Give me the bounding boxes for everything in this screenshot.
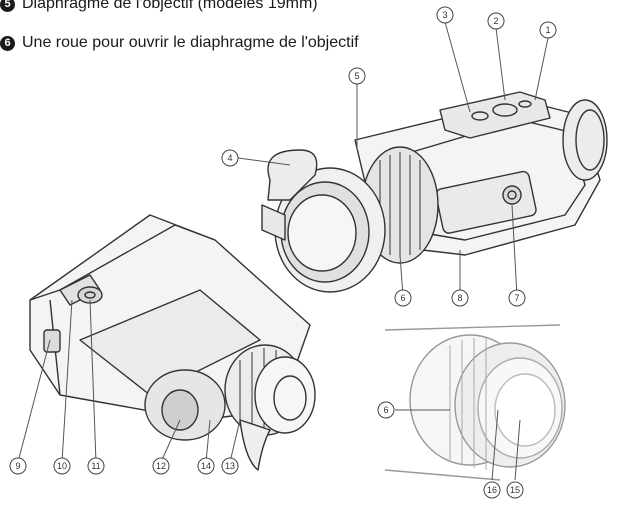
callout-8: [451, 289, 469, 307]
legend-text: Une roue pour ouvrir le diaphragme de l'…: [22, 34, 359, 51]
callout-label: 16: [487, 485, 497, 495]
callout-6: [394, 289, 412, 307]
callout-2: [487, 12, 505, 30]
callout-3: [436, 6, 454, 24]
callout-label: 6: [383, 405, 388, 415]
leader-lines: [17, 21, 549, 481]
callout-label: 11: [91, 461, 100, 471]
callout-1: [539, 21, 557, 39]
legend-item-5: 5 Diaphragme de l'objectif (modèles 19mm…: [0, 0, 318, 13]
callout-7: [508, 289, 526, 307]
callout-5: [348, 67, 366, 85]
callout-label: 8: [457, 293, 462, 303]
callout-4: [221, 149, 239, 167]
lens-detail-view: [384, 324, 566, 481]
callout-label: 3: [442, 10, 447, 20]
monocular-side-view: [261, 91, 608, 293]
callout-label: 2: [493, 16, 498, 26]
callout-label: 9: [15, 461, 20, 471]
legend-number: 6: [0, 35, 15, 51]
legend-number: 5: [0, 0, 15, 12]
callout-label: 12: [156, 461, 166, 471]
legend-item-6: 6 Une roue pour ouvrir le diaphragme de …: [0, 34, 359, 52]
callout-10: [53, 457, 71, 475]
monocular-rear-view: [29, 214, 316, 471]
callout-11: [87, 457, 105, 475]
callout-15: [506, 481, 524, 499]
callout-label: 1: [545, 25, 550, 35]
legend-text: Diaphragme de l'objectif (modèles 19mm): [22, 0, 318, 12]
callout-14: [197, 457, 215, 475]
callout-label: 4: [227, 153, 232, 163]
callout-label: 5: [354, 71, 359, 81]
callout-label: 13: [225, 461, 235, 471]
callout-label: 15: [510, 485, 520, 495]
callout-12: [152, 457, 170, 475]
callout-label: 6: [400, 293, 405, 303]
callout-6-detail: [377, 401, 395, 419]
callout-label: 7: [514, 293, 519, 303]
callout-16: [483, 481, 501, 499]
callout-label: 14: [201, 461, 211, 471]
callout-9: [9, 457, 27, 475]
callout-label: 10: [57, 461, 67, 471]
callout-13: [221, 457, 239, 475]
